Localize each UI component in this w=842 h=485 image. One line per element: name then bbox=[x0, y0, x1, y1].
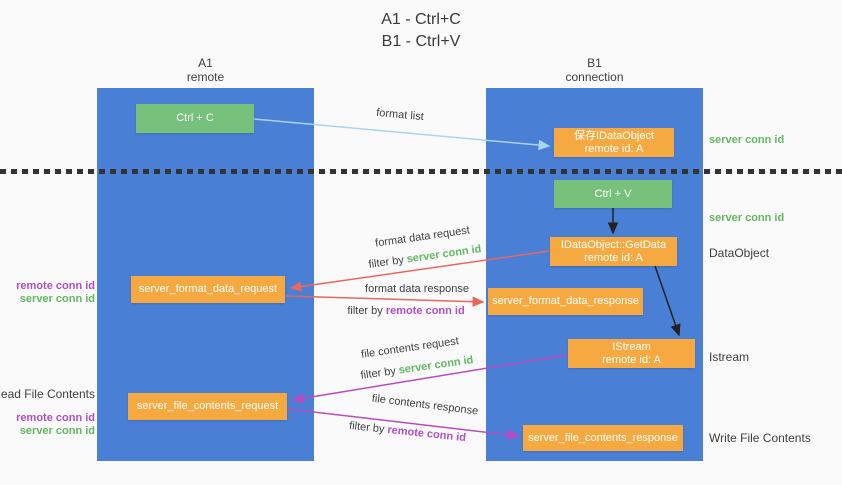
istream-line1: IStream bbox=[612, 340, 651, 353]
server-conn-id-text: server conn id bbox=[397, 354, 475, 377]
left-column-header: A1 remote bbox=[97, 56, 314, 84]
idataobject-getdata-box: IDataObject::GetData remote id: A bbox=[550, 237, 677, 266]
server-format-data-response-box: server_format_data_response bbox=[488, 288, 643, 315]
filter-by-remote-conn-id-label-2: filter by remote conn id bbox=[340, 419, 476, 445]
format-data-response-label: format data response bbox=[365, 283, 469, 295]
server-file-contents-response-box: server_file_contents_response bbox=[523, 425, 683, 451]
format-data-response-arrow bbox=[285, 295, 485, 307]
left-column-name: A1 bbox=[198, 56, 213, 70]
ctrl-v-label: Ctrl + V bbox=[594, 187, 632, 200]
right-column-role: connection bbox=[565, 70, 624, 84]
istream-box: IStream remote id: A bbox=[568, 339, 695, 368]
server-file-contents-request-label: server_file_contents_request bbox=[136, 400, 279, 412]
server-conn-id-annotation-mid: server conn id bbox=[709, 212, 785, 224]
file-contents-response-label: file contents response bbox=[371, 392, 479, 418]
filter-by-text: filter by bbox=[367, 254, 405, 271]
server-format-data-request-box: server_format_data_request bbox=[131, 276, 285, 303]
istream-annotation: Istream bbox=[709, 350, 750, 364]
remote-conn-id-annotation-2: remote conn id bbox=[16, 412, 95, 424]
diagram-title: A1 - Ctrl+C B1 - Ctrl+V bbox=[0, 9, 842, 53]
server-conn-id-annotation-2: server conn id bbox=[19, 425, 95, 437]
title-line-1: A1 - Ctrl+C bbox=[381, 11, 461, 28]
save-idataobject-box: 保存IDataObject remote id: A bbox=[554, 128, 674, 157]
right-column-header: B1 connection bbox=[486, 56, 703, 84]
save-idataobject-line2: remote id: A bbox=[584, 142, 644, 155]
dataobject-annotation: DataObject bbox=[709, 246, 770, 260]
left-column-role: remote bbox=[186, 70, 225, 84]
remote-conn-id-text: remote conn id bbox=[385, 305, 465, 317]
server-conn-id-annotation-top: server conn id bbox=[709, 134, 785, 146]
read-file-contents-annotation: Read File Contents bbox=[0, 387, 95, 401]
server-conn-id-text: server conn id bbox=[405, 243, 483, 266]
getdata-line2: remote id: A bbox=[584, 251, 643, 264]
remote-conn-id-annotation-1: remote conn id bbox=[16, 280, 95, 292]
server-file-contents-response-label: server_file_contents_response bbox=[528, 431, 678, 444]
format-list-label: format list bbox=[375, 106, 425, 124]
server-file-contents-request-box: server_file_contents_request bbox=[128, 393, 287, 420]
filter-by-text: filter by bbox=[347, 305, 383, 317]
phase-divider-dotted-line bbox=[0, 169, 842, 174]
getdata-line1: IDataObject::GetData bbox=[560, 238, 667, 251]
server-conn-id-annotation-1: server conn id bbox=[19, 293, 95, 305]
server-format-data-request-label: server_format_data_request bbox=[138, 283, 278, 295]
server-format-data-response-label: server_format_data_response bbox=[492, 295, 639, 307]
filter-by-text: filter by bbox=[359, 365, 397, 382]
filter-by-remote-conn-id-label-1: filter by remote conn id bbox=[336, 305, 476, 317]
ctrl-c-box: Ctrl + C bbox=[136, 104, 254, 133]
ctrl-c-label: Ctrl + C bbox=[176, 112, 214, 124]
remote-conn-id-text: remote conn id bbox=[386, 423, 467, 445]
write-file-contents-annotation: Write File Contents bbox=[709, 431, 811, 445]
save-idataobject-line1: 保存IDataObject bbox=[573, 129, 655, 142]
istream-line2: remote id: A bbox=[602, 353, 661, 366]
ctrl-v-box: Ctrl + V bbox=[554, 180, 672, 208]
title-line-2: B1 - Ctrl+V bbox=[381, 33, 461, 50]
filter-by-text: filter by bbox=[348, 419, 386, 436]
right-column-name: B1 bbox=[587, 56, 602, 70]
